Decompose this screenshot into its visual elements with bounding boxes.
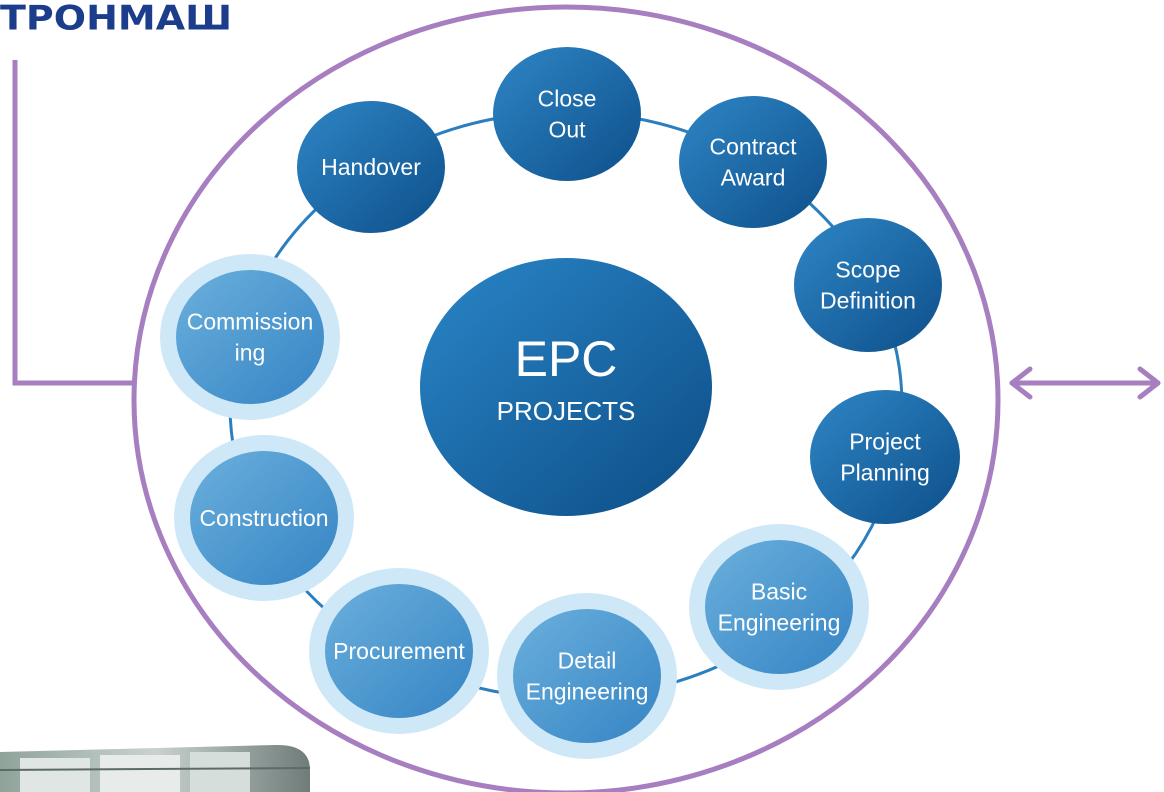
stage-label: Detail (558, 648, 617, 674)
bracket-connector (12, 60, 133, 386)
stage-procurement: Procurement (309, 568, 489, 734)
stage-label: Engineering (718, 610, 841, 636)
stage-label: Award (721, 165, 786, 191)
factory-photo (0, 744, 311, 792)
stage-circle (176, 270, 324, 404)
stage-label: Engineering (526, 679, 649, 705)
stage-label: Definition (820, 288, 916, 314)
stage-circle (679, 96, 827, 228)
stage-label: Handover (321, 154, 421, 180)
stage-circle (493, 47, 641, 181)
stage-label: Basic (751, 579, 807, 605)
stage-label: Project (849, 429, 921, 455)
stage-circle (325, 584, 473, 718)
stage-handover: Handover (297, 101, 445, 233)
stage-label: Construction (199, 505, 328, 531)
stage-circle (190, 451, 338, 585)
stage-circle (297, 101, 445, 233)
stage-circle (705, 540, 853, 674)
stage-circle (794, 218, 942, 352)
stage-label: Commission (187, 309, 314, 335)
outer-ring (131, 4, 1001, 792)
stage-label: Close (538, 86, 597, 112)
center-title: EPC (515, 331, 618, 387)
stage-label: Planning (840, 460, 930, 486)
stage-label: Procurement (333, 638, 465, 664)
brand-logo: ТРОНМАШ (0, 0, 233, 38)
stage-construction: Construction (174, 435, 354, 601)
stage-label: Out (548, 117, 586, 143)
stage-label: Scope (835, 257, 900, 283)
center-subtitle: PROJECTS (497, 396, 636, 426)
stage-circle (513, 609, 661, 743)
center-node: EPC PROJECTS (420, 258, 712, 516)
stage-circle (810, 390, 960, 524)
stage-nodes: CloseOutContractAwardScopeDefinitionProj… (160, 47, 960, 759)
stage-commissioning: Commission ing (160, 254, 340, 420)
stage-label: ing (235, 340, 266, 366)
stage-label: Contract (710, 134, 798, 160)
double-arrow-icon (1009, 366, 1161, 400)
